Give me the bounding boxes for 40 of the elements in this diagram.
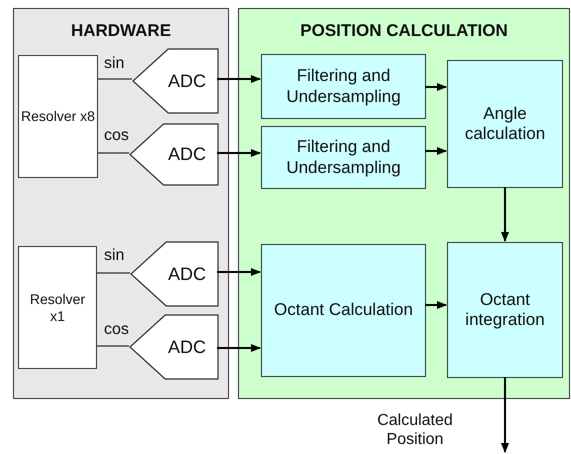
process-box bbox=[261, 244, 426, 377]
adc-label: ADC bbox=[168, 336, 206, 358]
edge-label: cos bbox=[104, 126, 130, 146]
block-label: Filtering and Undersampling bbox=[285, 137, 402, 178]
edge-label: cos bbox=[104, 320, 130, 340]
arrow bbox=[425, 83, 447, 91]
arrow bbox=[425, 301, 447, 309]
panel-title: HARDWARE bbox=[70, 21, 172, 41]
arrow bbox=[217, 149, 261, 157]
block-label: Resolver x1 bbox=[28, 290, 86, 324]
block-label: Resolver x8 bbox=[21, 108, 95, 125]
arrow bbox=[425, 147, 447, 155]
signal-line bbox=[96, 272, 130, 274]
process-box bbox=[447, 60, 563, 188]
resolver-box bbox=[18, 246, 97, 369]
edge-label: sin bbox=[104, 246, 126, 266]
process-box bbox=[261, 54, 426, 119]
process-box bbox=[261, 126, 426, 189]
block-label: Octant Calculation bbox=[274, 300, 413, 321]
block-label: Angle calculation bbox=[464, 104, 546, 144]
edge-label: sin bbox=[104, 54, 126, 74]
arrow bbox=[501, 187, 509, 242]
resolver-box bbox=[18, 55, 98, 178]
arrow bbox=[501, 377, 509, 453]
signal-line bbox=[97, 152, 129, 154]
process-box bbox=[447, 242, 563, 378]
adc-label: ADC bbox=[168, 144, 206, 165]
arrow bbox=[217, 75, 261, 83]
signal-line bbox=[96, 345, 129, 347]
block-label: Octant integration bbox=[464, 290, 546, 330]
adc-label: ADC bbox=[168, 264, 206, 284]
block-label: Filtering and Undersampling bbox=[285, 66, 402, 107]
arrow bbox=[217, 344, 261, 352]
adc-label: ADC bbox=[168, 70, 206, 92]
group-panel bbox=[238, 8, 570, 399]
edge-label: Calculated Position bbox=[376, 411, 454, 450]
panel-title: POSITION CALCULATION bbox=[299, 21, 509, 41]
arrow bbox=[217, 268, 261, 276]
signal-line bbox=[97, 78, 132, 80]
group-panel bbox=[13, 8, 229, 399]
